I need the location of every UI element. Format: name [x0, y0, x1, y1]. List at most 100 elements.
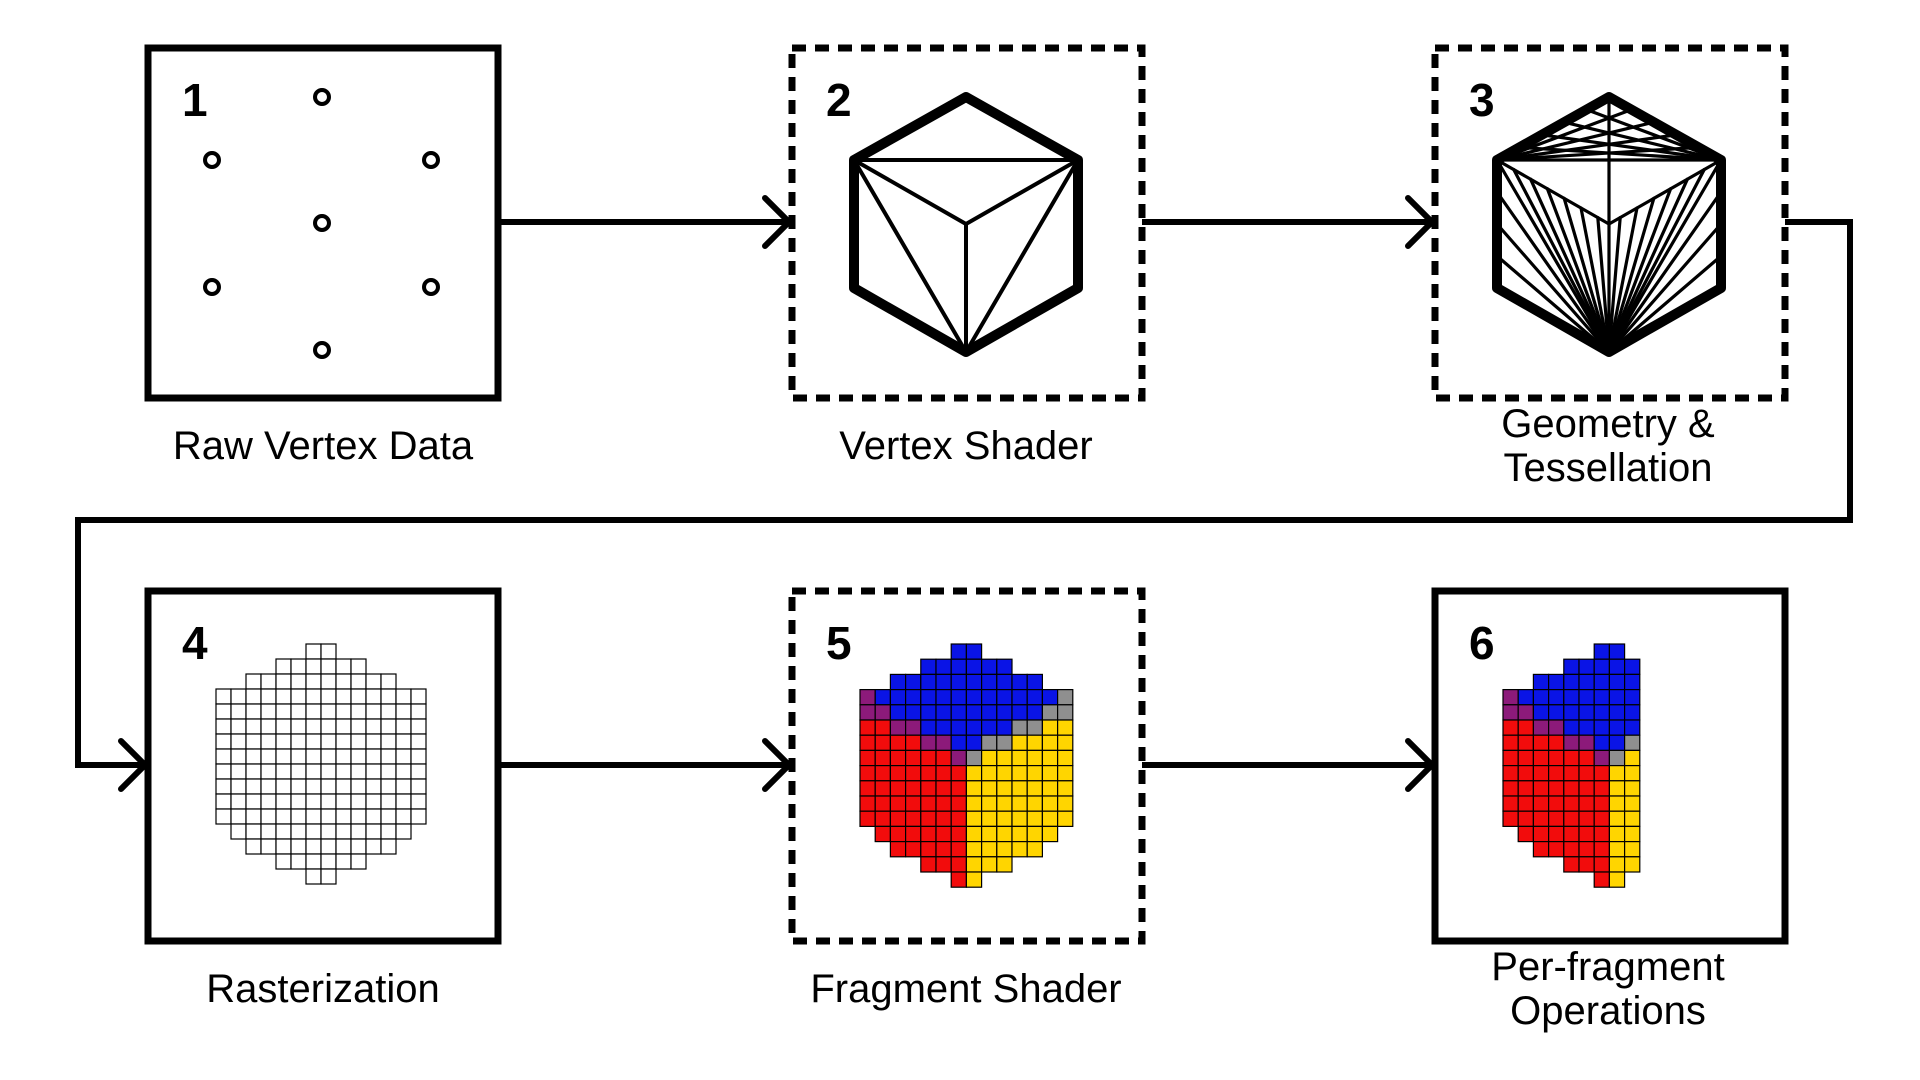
- tessellation-edge: [1495, 254, 1611, 354]
- fragment-cell: [1563, 856, 1580, 873]
- fragment-cell: [1026, 795, 1043, 812]
- fragment-cell: [260, 688, 277, 705]
- fragment-cell: [245, 838, 262, 855]
- fragment-cell: [1026, 734, 1043, 752]
- fragment-cell: [859, 688, 876, 706]
- fragment-cell: [980, 704, 998, 721]
- fragment-cell: [365, 703, 382, 720]
- tessellation-edge: [1607, 254, 1723, 354]
- fragment-cell: [935, 658, 952, 676]
- fragment-cell: [889, 795, 907, 812]
- fragment-cell: [920, 840, 937, 858]
- fragment-cell: [980, 764, 998, 782]
- fragment-cell: [889, 840, 907, 858]
- fragment-cell: [275, 808, 292, 825]
- fragment-cell: [950, 734, 968, 752]
- fragment-cell: [305, 793, 322, 810]
- fragment-cell: [935, 856, 952, 873]
- stage-2-label: Vertex Shader: [839, 424, 1093, 468]
- fragment-cell: [935, 688, 952, 706]
- fragment-cell: [215, 808, 232, 825]
- fragment-cell: [950, 795, 968, 812]
- fragment-cell: [1578, 688, 1595, 706]
- fragment-cell: [965, 673, 983, 691]
- fragment-cell: [215, 763, 232, 780]
- fragment-cell: [395, 823, 412, 840]
- fragment-cell: [335, 763, 352, 780]
- fragment-cell: [290, 823, 307, 840]
- fragment-cell: [1011, 840, 1028, 858]
- fragment-cell: [1623, 810, 1641, 828]
- fragment-cell: [1041, 795, 1059, 812]
- fragment-cell: [395, 703, 412, 720]
- fragment-cell: [305, 718, 322, 735]
- fragment-cell: [365, 748, 382, 765]
- fragment-cell: [335, 853, 352, 870]
- fragment-cell: [290, 763, 307, 780]
- fragment-cell: [335, 658, 352, 675]
- fragment-cell: [260, 763, 277, 780]
- fragment-cell: [1026, 764, 1043, 782]
- fragment-cell: [230, 733, 247, 750]
- fragment-cell: [230, 718, 247, 735]
- fragment-cell: [920, 780, 937, 797]
- fragment-cell: [1593, 825, 1610, 843]
- fragment-cell: [410, 733, 427, 750]
- fragment-cell: [410, 793, 427, 810]
- tessellation-edge: [1607, 158, 1723, 354]
- fragment-cell: [859, 719, 876, 736]
- fragment-cell: [275, 703, 292, 720]
- fragment-cell: [350, 853, 367, 870]
- tessellation-edge: [1579, 206, 1611, 354]
- stage-4-number: 4: [182, 617, 208, 669]
- fragment-cell: [1041, 764, 1059, 782]
- fragment-cell: [1593, 719, 1610, 736]
- fragment-cell: [350, 778, 367, 795]
- fragment-cell: [1623, 688, 1641, 706]
- fragment-cell: [260, 733, 277, 750]
- vertex-point: [422, 151, 440, 169]
- fragment-cell: [1563, 749, 1580, 767]
- fragment-cell: [230, 703, 247, 720]
- fragment-cell: [1056, 749, 1074, 767]
- fragment-cell: [1547, 825, 1565, 843]
- tessellation-edge: [1495, 145, 1701, 162]
- tessellation-edge: [1495, 133, 1678, 162]
- fragment-cell: [1056, 764, 1074, 782]
- fragment-cell: [320, 838, 337, 855]
- fragment-cell: [290, 778, 307, 795]
- fragment-cell: [260, 838, 277, 855]
- fragment-cell: [1547, 688, 1565, 706]
- fragment-cell: [1502, 810, 1519, 828]
- fragment-cell: [1026, 688, 1043, 706]
- fragment-cell: [320, 793, 337, 810]
- fragment-cell: [1623, 704, 1641, 721]
- stage-3-number: 3: [1469, 74, 1495, 126]
- fragment-cell: [365, 718, 382, 735]
- fragment-cell: [305, 868, 322, 885]
- fragment-cell: [350, 763, 367, 780]
- arrow-3-to-4: [75, 219, 1853, 792]
- fragment-cell: [935, 704, 952, 721]
- fragment-cell: [380, 763, 397, 780]
- fragment-cell: [1593, 856, 1610, 873]
- fragment-cell: [410, 778, 427, 795]
- fragment-cell: [1041, 810, 1059, 828]
- fragment-cell: [245, 703, 262, 720]
- fragment-cell: [859, 704, 876, 721]
- fragment-cell: [1517, 780, 1534, 797]
- fragment-cell: [1517, 688, 1534, 706]
- fragment-cell: [215, 733, 232, 750]
- fragment-cell: [859, 810, 876, 828]
- stage-1: 1 Raw Vertex Data: [144, 44, 502, 468]
- fragment-cell: [245, 763, 262, 780]
- fragment-cell: [1623, 673, 1641, 691]
- fragment-cell: [1608, 840, 1626, 858]
- fragment-cell: [1578, 825, 1595, 843]
- fragment-cell: [1608, 871, 1626, 888]
- fragment-cell: [230, 688, 247, 705]
- fragment-cell: [1011, 764, 1028, 782]
- fragment-cell: [305, 733, 322, 750]
- arrow-4-to-5: [498, 738, 794, 792]
